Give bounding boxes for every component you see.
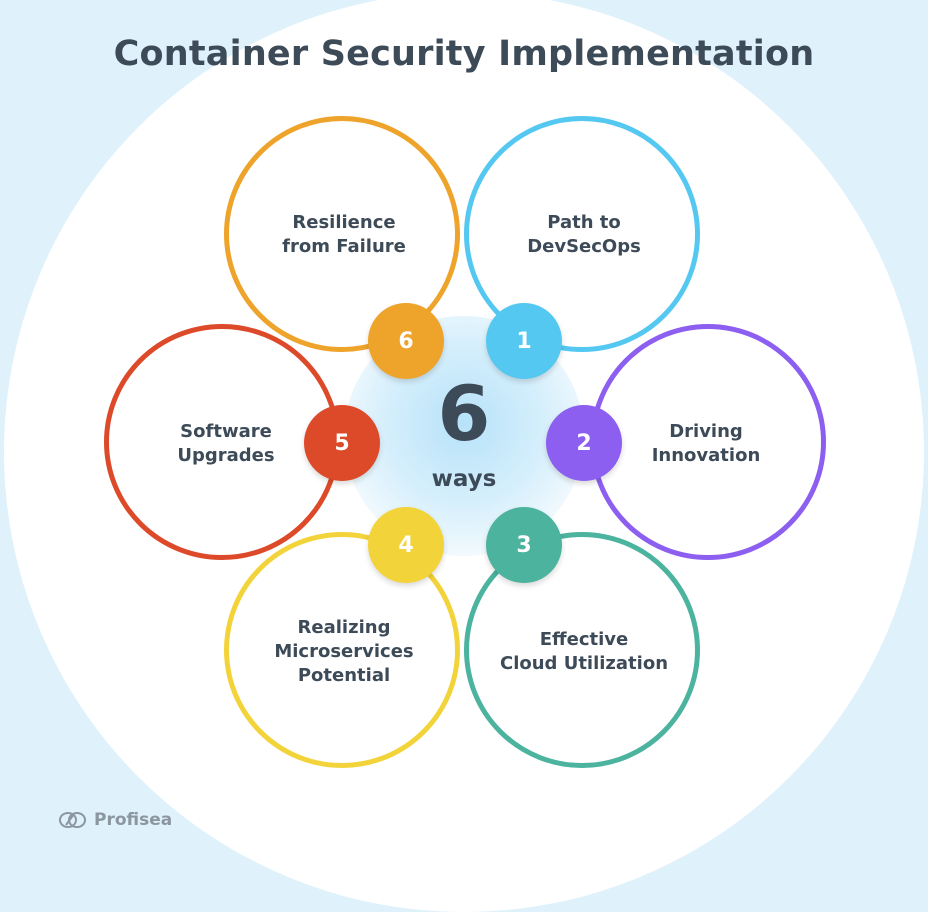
label-4: Realizing Microservices Potential: [244, 616, 444, 688]
ring-3: [464, 532, 700, 768]
badge-2: 2: [546, 405, 622, 481]
profisea-logo: Profisea: [58, 810, 172, 830]
badge-6: 6: [368, 303, 444, 379]
label-2-line-1: Driving: [669, 421, 743, 442]
label-6-line-2: from Failure: [282, 236, 406, 257]
badge-4: 4: [368, 507, 444, 583]
center-word: ways: [431, 466, 497, 492]
label-5-line-2: Upgrades: [177, 445, 275, 466]
label-5: Software Upgrades: [126, 420, 326, 468]
label-5-line-1: Software: [180, 421, 272, 442]
label-6: Resilience from Failure: [244, 211, 444, 259]
label-3: Effective Cloud Utilization: [484, 628, 684, 676]
profisea-logo-icon: [59, 812, 86, 828]
label-4-line-1: Realizing: [297, 617, 391, 638]
label-4-line-3: Potential: [297, 665, 391, 686]
badge-3: 3: [486, 507, 562, 583]
label-1-line-2: DevSecOps: [527, 236, 641, 257]
label-4-line-2: Microservices: [274, 641, 414, 662]
label-2-line-2: Innovation: [651, 445, 761, 466]
label-1-line-1: Path to: [547, 212, 621, 233]
ring-4: [224, 532, 460, 768]
label-6-line-1: Resilience: [292, 212, 396, 233]
ring-6: [224, 116, 460, 352]
badge-1: 1: [486, 303, 562, 379]
center-number: 6: [437, 369, 491, 458]
label-3-line-2: Cloud Utilization: [499, 653, 669, 674]
label-2: Driving Innovation: [606, 420, 806, 468]
ring-1: [464, 116, 700, 352]
label-3-line-1: Effective: [539, 629, 629, 650]
badge-5: 5: [304, 405, 380, 481]
page-title: Container Security Implementation: [113, 34, 815, 74]
label-1: Path to DevSecOps: [484, 211, 684, 259]
profisea-logo-text: Profisea: [94, 810, 173, 830]
